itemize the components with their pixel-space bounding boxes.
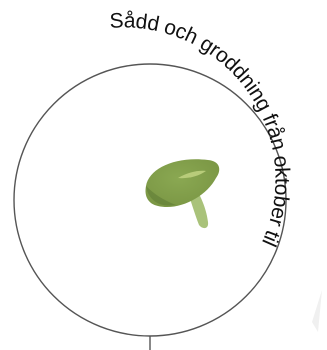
stage-caption: Sådd och groddning från oktober till dec… — [0, 0, 294, 249]
stage-caption-path: Sådd och groddning från oktober till dec… — [0, 0, 294, 249]
seed-icon — [146, 159, 220, 228]
faint-arrow-hint — [312, 290, 322, 332]
